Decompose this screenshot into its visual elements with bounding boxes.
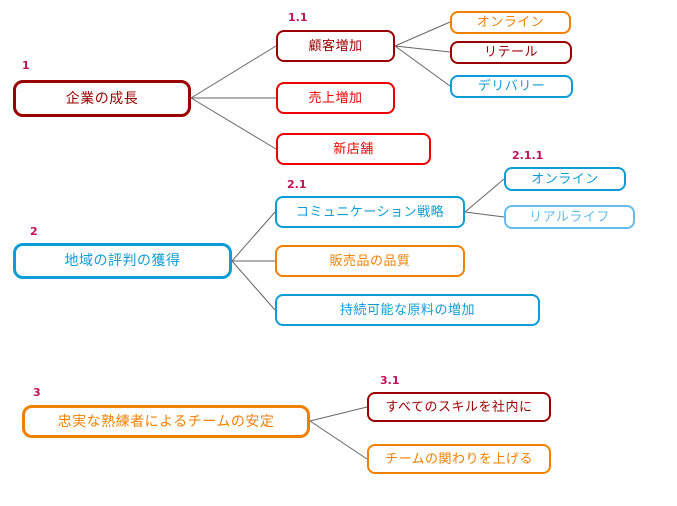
node-label-n1: 企業の成長 [65, 90, 139, 107]
connector-n1-1-to-n1-1-3 [394, 45, 451, 87]
node-index-n3: 3 [33, 386, 41, 399]
mindmap-node-n1-2[interactable]: 売上増加 [276, 82, 395, 114]
node-index-n2-1: 2.1 [287, 178, 307, 191]
mindmap-node-n1-1-2[interactable]: リテール [450, 41, 572, 64]
mindmap-node-n2-2[interactable]: 販売品の品質 [275, 245, 465, 277]
connector-n2-to-n2-3 [231, 260, 276, 311]
connector-n3-to-n3-2 [309, 420, 368, 460]
node-label-n3: 忠実な熟練者によるチームの安定 [57, 413, 275, 430]
node-label-n1-3: 新店舗 [333, 141, 374, 157]
node-label-n1-1-1: オンライン [476, 15, 545, 30]
node-label-n2-1-2: リアルライフ [529, 209, 610, 225]
node-label-n3-2: チームの関わりを上げる [384, 451, 534, 467]
node-label-n2-1-1: オンライン [531, 171, 599, 187]
node-index-n3-1: 3.1 [380, 374, 400, 387]
node-label-n2-1: コミュニケーション戦略 [295, 204, 445, 220]
mindmap-node-n2-1[interactable]: コミュニケーション戦略 [275, 196, 465, 228]
node-index-n2: 2 [30, 225, 38, 238]
node-label-n2: 地域の評判の獲得 [64, 253, 181, 269]
node-label-n1-1: 顧客増加 [308, 38, 363, 54]
node-label-n2-3: 持続可能な原料の増加 [339, 302, 475, 318]
mindmap-node-n1-1-1[interactable]: オンライン [450, 11, 571, 34]
node-index-n1-1: 1.1 [288, 11, 308, 24]
mindmap-node-n2-3[interactable]: 持続可能な原料の増加 [275, 294, 540, 326]
connector-n2-to-n2-1 [231, 211, 276, 262]
node-label-n2-2: 販売品の品質 [329, 253, 411, 269]
node-label-n1-2: 売上増加 [308, 90, 363, 106]
node-label-n1-1-3: デリバリー [477, 79, 546, 94]
connector-n2-1-to-n2-1-1 [464, 178, 505, 213]
mindmap-node-n2-1-1[interactable]: オンライン [504, 167, 626, 191]
mindmap-node-n3-2[interactable]: チームの関わりを上げる [367, 444, 551, 474]
node-label-n1-1-2: リテール [483, 45, 538, 60]
mindmap-node-n1-1[interactable]: 顧客増加 [276, 30, 395, 62]
connector-n1-1-to-n1-1-2 [394, 45, 451, 53]
mindmap-node-n2-1-2[interactable]: リアルライフ [504, 205, 635, 229]
node-label-n3-1: すべてのスキルを社内に [385, 399, 533, 415]
mindmap-node-n2[interactable]: 地域の評判の獲得 [13, 243, 232, 279]
mindmap-node-n3-1[interactable]: すべてのスキルを社内に [367, 392, 551, 422]
mindmap-node-n1[interactable]: 企業の成長 [13, 80, 191, 117]
node-index-n2-1-1: 2.1.1 [512, 149, 544, 162]
connector-n1-to-n1-3 [190, 97, 277, 150]
node-index-n1: 1 [22, 59, 30, 72]
connector-n1-1-to-n1-1-1 [394, 21, 451, 47]
mindmap-node-n3[interactable]: 忠実な熟練者によるチームの安定 [22, 405, 310, 438]
mindmap-node-n1-3[interactable]: 新店舗 [276, 133, 431, 165]
connector-n2-1-to-n2-1-2 [464, 211, 505, 218]
mindmap-node-n1-1-3[interactable]: デリバリー [450, 75, 573, 98]
connector-n1-to-n1-1 [190, 45, 277, 99]
connector-n3-to-n3-1 [309, 406, 368, 422]
